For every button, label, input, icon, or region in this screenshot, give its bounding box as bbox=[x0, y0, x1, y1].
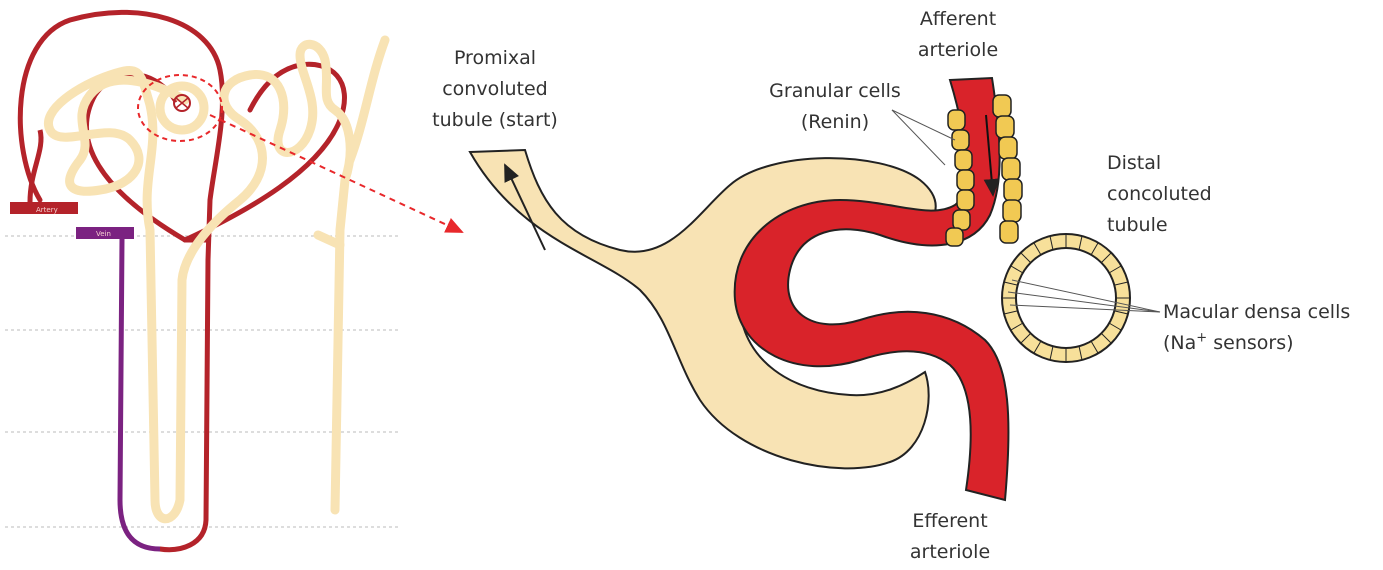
efferent-arteriole-label: Efferent arteriole bbox=[885, 506, 1015, 568]
jg-detail bbox=[470, 78, 1160, 500]
macula-densa-label: Macular densa cells (Na+ sensors) bbox=[1163, 297, 1378, 359]
distal-tubule bbox=[1002, 234, 1130, 362]
vein-tag: Vein bbox=[96, 230, 111, 238]
proximal-tubule-label: Promixal convoluted tubule (start) bbox=[415, 43, 575, 136]
glomerulus bbox=[160, 86, 204, 130]
afferent-arteriole-label: Afferent arteriole bbox=[893, 4, 1023, 66]
nephron-overview: Artery Vein bbox=[5, 12, 462, 549]
proximal-tubule bbox=[470, 150, 936, 468]
artery-tag: Artery bbox=[36, 206, 58, 214]
granular-cells-label: Granular cells (Renin) bbox=[760, 76, 910, 138]
distal-tubule-label: Distal concoluted tubule bbox=[1107, 148, 1247, 241]
nephron-tubule bbox=[48, 40, 385, 519]
macula-sensor-line: (Na+ sensors) bbox=[1163, 328, 1378, 359]
